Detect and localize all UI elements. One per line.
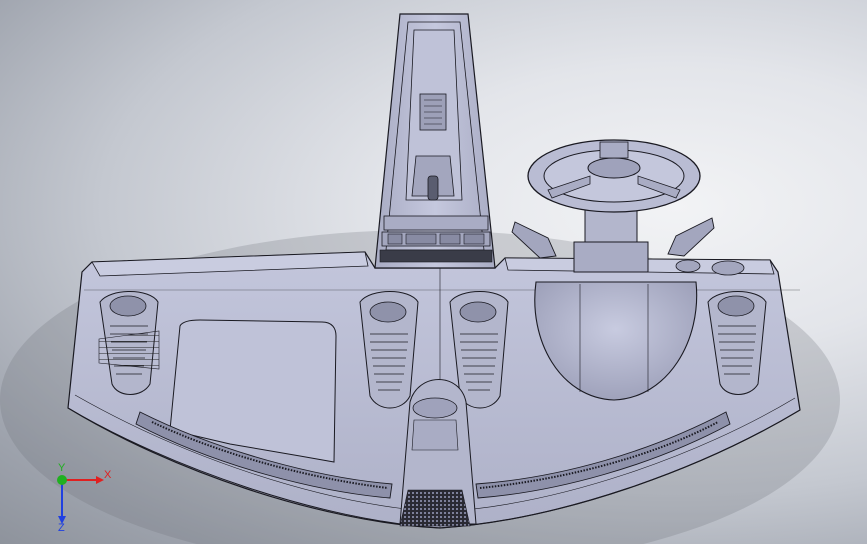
z-axis-label: Z: [58, 522, 65, 532]
center-lower-grille: [399, 489, 471, 527]
control-knob: [711, 260, 745, 276]
defroster-strip-right: [475, 411, 731, 499]
y-axis-label: Y: [58, 462, 66, 474]
air-vent-right: [707, 291, 767, 395]
wiper-stalk: [667, 217, 715, 257]
x-axis-label: X: [104, 469, 112, 481]
y-axis-dot: [57, 475, 67, 485]
coordinate-triad: X Y Z: [57, 462, 112, 532]
ignition-knob: [675, 259, 701, 273]
air-vent-left: [98, 291, 160, 395]
panel-rim: [91, 251, 369, 277]
shift-lever: [427, 175, 439, 201]
defroster-strip-left: [135, 411, 393, 499]
turn-signal-stalk: [511, 221, 557, 259]
center-lower-pod: [399, 379, 477, 525]
console-button-strip: [383, 215, 489, 231]
glovebox: [169, 319, 337, 463]
steering-wheel: [527, 139, 701, 213]
air-vent-center-left: [359, 291, 419, 409]
air-vent-center-right: [449, 291, 509, 409]
air-vent-left-slats: [110, 325, 148, 375]
instrument-cluster-bowl: [534, 281, 698, 401]
